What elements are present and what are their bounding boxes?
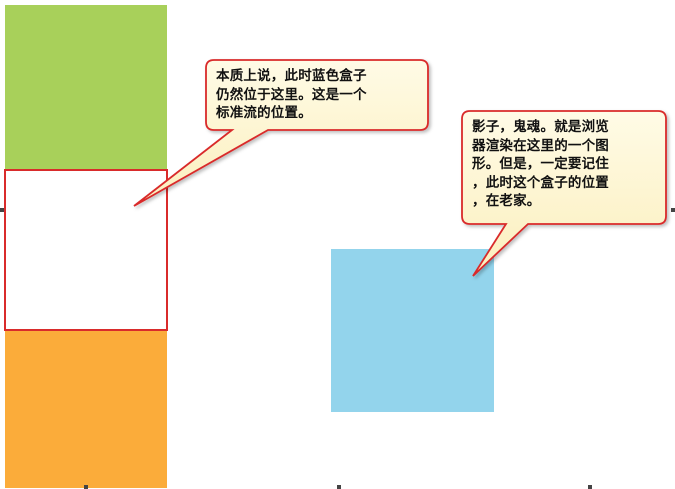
selection-tick-right (671, 208, 675, 212)
callout-line: ，此时这个盒子的位置 (472, 174, 609, 191)
callout-line: 形。但是，一定要记住 (472, 156, 609, 172)
callout-line: 仍然位于这里。这是一个 (216, 86, 367, 103)
blue-box-rendered (331, 249, 494, 412)
callout-original-position (133, 59, 429, 207)
orange-block (5, 331, 167, 488)
green-block (5, 5, 167, 170)
selection-tick-bottom-left (84, 485, 88, 489)
original-position-placeholder (4, 169, 168, 331)
callout-ghost (461, 110, 667, 277)
callout-ghost-text: 影子，鬼魂。就是浏览 器渲染在这里的一个图 形。但是，一定要记住 ，此时这个盒子… (472, 118, 662, 211)
callout-line: 影子，鬼魂。就是浏览 (472, 119, 609, 135)
selection-tick-bottom-right (588, 485, 592, 489)
callout-line: 器渲染在这里的一个图 (472, 137, 609, 154)
callout-line: 标准流的位置。 (216, 105, 312, 121)
selection-tick-bottom-mid (337, 485, 341, 489)
callout-original-position-text: 本质上说，此时蓝色盒子 仍然位于这里。这是一个 标准流的位置。 (216, 67, 426, 123)
selection-tick-left (0, 208, 4, 212)
callout-line: 本质上说，此时蓝色盒子 (216, 68, 367, 84)
callout-line: ，在老家。 (472, 193, 541, 209)
